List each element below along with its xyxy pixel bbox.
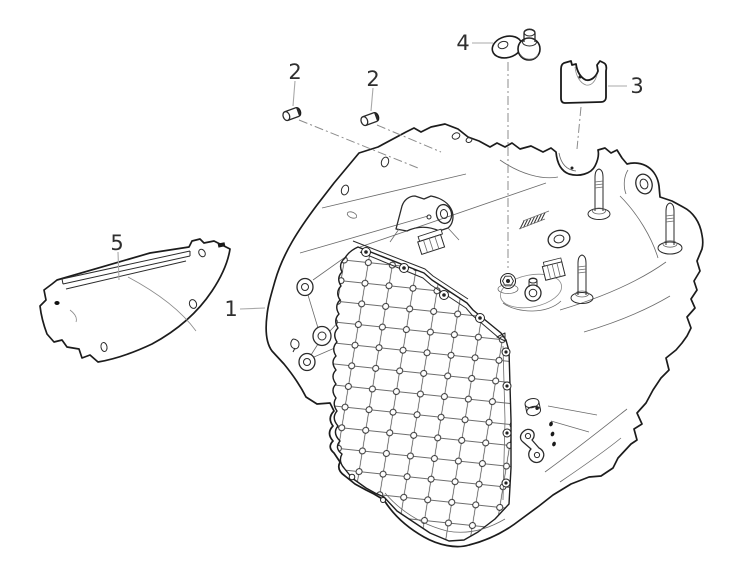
callout-2a-label: 2 xyxy=(288,60,301,84)
oil-pan-line xyxy=(384,492,506,533)
callout-5-label: 5 xyxy=(110,231,123,255)
lifting-lug xyxy=(635,173,653,195)
inner-arc xyxy=(69,276,197,332)
dowel-pin-left xyxy=(282,107,302,122)
alignment-lines xyxy=(298,62,582,268)
flange-holes xyxy=(340,132,574,219)
waffle-grid xyxy=(332,246,512,542)
mount-bracket xyxy=(389,195,460,243)
dowel-pin-right xyxy=(360,112,380,127)
bracket-part-3 xyxy=(560,60,608,104)
callout-4-label: 4 xyxy=(456,31,469,55)
callout-2b-label: 2 xyxy=(366,67,379,91)
leader-lines xyxy=(117,42,627,310)
valve-body-face xyxy=(332,240,512,542)
connector-block xyxy=(417,228,446,255)
cover-plate-part-5 xyxy=(39,238,231,363)
rib-end-cap xyxy=(217,242,226,248)
link-plate xyxy=(519,428,545,464)
pan-bolt xyxy=(380,497,386,503)
pan-bolt xyxy=(348,473,356,481)
rail-bolts xyxy=(361,247,512,488)
hole xyxy=(198,248,206,258)
transmission-assembly xyxy=(265,123,704,548)
callout-1-label: 1 xyxy=(224,297,237,321)
breather-boss xyxy=(547,229,571,249)
mounting-stud-front xyxy=(570,254,594,304)
hole xyxy=(100,342,108,352)
right-strip xyxy=(502,345,506,501)
hole xyxy=(188,299,198,309)
callout-3-label: 3 xyxy=(630,74,643,98)
mounting-stud-left xyxy=(587,168,611,220)
id-marks xyxy=(549,421,556,447)
cooler-fitting xyxy=(524,397,542,417)
rivet xyxy=(54,301,60,305)
corner-clip xyxy=(496,332,506,342)
thread-strip xyxy=(518,210,550,230)
stiffener-rib xyxy=(61,250,191,290)
bell-housing-bosses xyxy=(290,277,332,372)
mounting-stud-right xyxy=(657,202,683,255)
lever-part-4 xyxy=(491,28,541,61)
selector-shaft-seat xyxy=(497,257,566,312)
